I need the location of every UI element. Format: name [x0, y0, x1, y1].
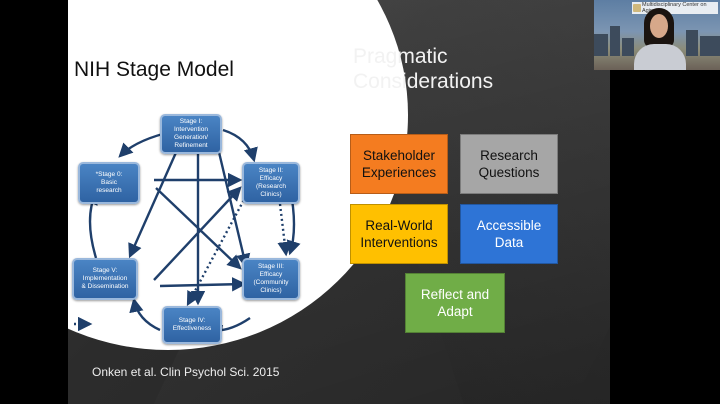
research-questions-card: Research Questions	[460, 134, 558, 194]
stage-0-box: *Stage 0: Basic research	[78, 162, 140, 204]
stage-5-box: Stage V: Implementation & Dissemination	[72, 258, 138, 300]
card-label: Research Questions	[478, 148, 540, 180]
title-line-1: Pragmatic	[353, 45, 448, 68]
presenter-body	[634, 44, 686, 70]
stage-4-label: Stage IV: Effectiveness	[172, 317, 212, 332]
pragmatic-considerations-title: Pragmatic Considerations	[353, 44, 493, 94]
reflect-and-adapt-card: Reflect and Adapt	[405, 273, 505, 333]
stakeholder-experiences-card: Stakeholder Experiences	[350, 134, 448, 194]
city-building	[686, 30, 698, 56]
card-label: Stakeholder Experiences	[361, 148, 437, 180]
city-building	[622, 38, 634, 56]
virtual-background-banner: Multidisciplinary Center on Aging	[632, 2, 718, 14]
card-label: Accessible Data	[476, 218, 542, 250]
webcam-thumbnail[interactable]: Multidisciplinary Center on Aging	[594, 0, 720, 70]
accessible-data-card: Accessible Data	[460, 204, 558, 264]
presentation-slide: NIH Stage Model	[68, 0, 610, 404]
stage-2-label: Stage II: Efficacy (Research Clinics)	[256, 167, 286, 198]
card-label: Real-World Interventions	[360, 218, 438, 250]
citation-text: Onken et al. Clin Psychol Sci. 2015	[92, 365, 280, 379]
title-line-2: Considerations	[353, 70, 494, 93]
stage-1-label: Stage I: Intervention Generation/ Refine…	[174, 118, 208, 149]
stage-1-box: Stage I: Intervention Generation/ Refine…	[160, 114, 222, 154]
stage-0-label: *Stage 0: Basic research	[95, 171, 123, 194]
city-building	[610, 26, 620, 56]
real-world-interventions-card: Real-World Interventions	[350, 204, 448, 264]
card-label: Reflect and Adapt	[420, 287, 490, 319]
stage-3-label: Stage III: Efficacy (Community Clinics)	[253, 263, 289, 294]
stage-3-box: Stage III: Efficacy (Community Clinics)	[242, 258, 300, 300]
city-building	[594, 34, 608, 56]
city-building	[700, 36, 720, 56]
nih-stage-model-diagram: Stage I: Intervention Generation/ Refine…	[68, 108, 328, 353]
university-logo-icon	[633, 4, 641, 12]
presenter-face	[650, 14, 668, 38]
stage-5-label: Stage V: Implementation & Dissemination	[81, 267, 129, 290]
stage-2-box: Stage II: Efficacy (Research Clinics)	[242, 162, 300, 204]
stage-4-box: Stage IV: Effectiveness	[162, 306, 222, 344]
nih-stage-model-title: NIH Stage Model	[74, 58, 234, 81]
